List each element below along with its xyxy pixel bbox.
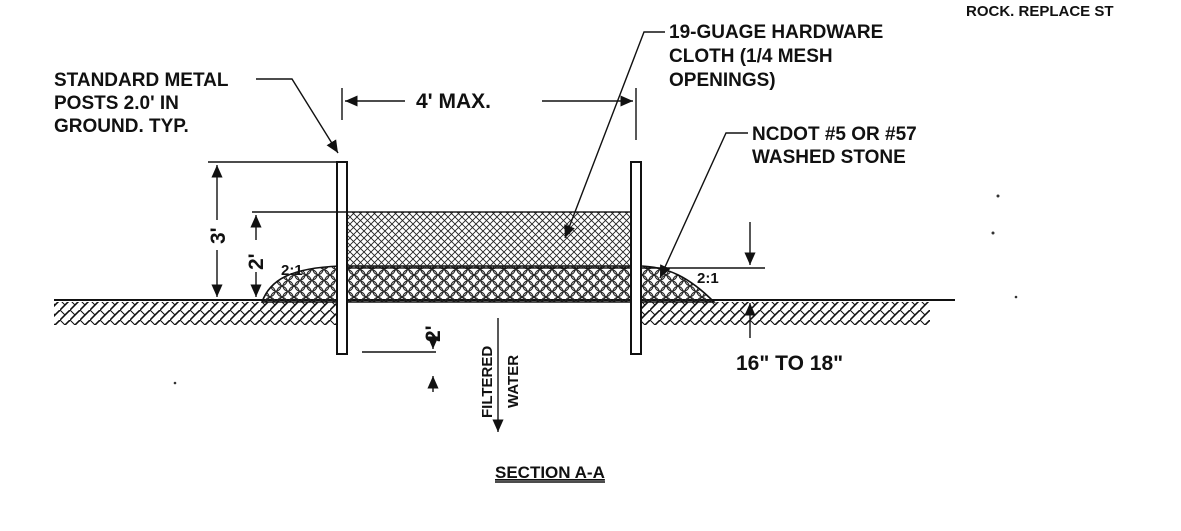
top-right-note: ROCK. REPLACE ST xyxy=(966,3,1114,20)
hardware-cloth xyxy=(346,211,632,269)
ground-hatch-right xyxy=(640,302,930,325)
flow-label-line1: FILTERED xyxy=(479,346,496,418)
dim-stone-label: 16" TO 18" xyxy=(736,352,843,375)
washed-stone-mound xyxy=(260,265,716,303)
slope-left-label: 2:1 xyxy=(281,262,303,279)
speck xyxy=(173,381,177,385)
posts-leader xyxy=(256,78,339,154)
slope-right-label: 2:1 xyxy=(697,270,719,287)
speck xyxy=(996,194,1000,198)
speck xyxy=(1014,295,1018,299)
posts-label-line2: POSTS 2.0' IN xyxy=(54,93,179,114)
right-post xyxy=(630,161,642,355)
dim-post-label: 3' xyxy=(207,227,230,244)
cloth-label-line3: OPENINGS) xyxy=(669,70,776,91)
ground-hatch-left xyxy=(54,302,342,325)
dim-cloth-label: 2' xyxy=(245,253,268,270)
dim-embed-label: 2' xyxy=(422,325,445,342)
stone-label-line2: WASHED STONE xyxy=(752,147,906,168)
stone-label-line1: NCDOT #5 OR #57 xyxy=(752,124,917,145)
cloth-label-line1: 19-GUAGE HARDWARE xyxy=(669,22,883,43)
section-title: SECTION A-A xyxy=(495,463,605,482)
speck xyxy=(991,231,995,235)
posts-label-line3: GROUND. TYP. xyxy=(54,116,189,137)
cloth-leader xyxy=(564,31,665,239)
left-post xyxy=(336,161,348,355)
dim-width-label: 4' MAX. xyxy=(416,90,491,113)
stone-leader xyxy=(659,132,748,279)
cloth-label-line2: CLOTH (1/4 MESH xyxy=(669,46,833,67)
posts-label-line1: STANDARD METAL xyxy=(54,70,229,91)
flow-label-line2: WATER xyxy=(505,355,522,408)
